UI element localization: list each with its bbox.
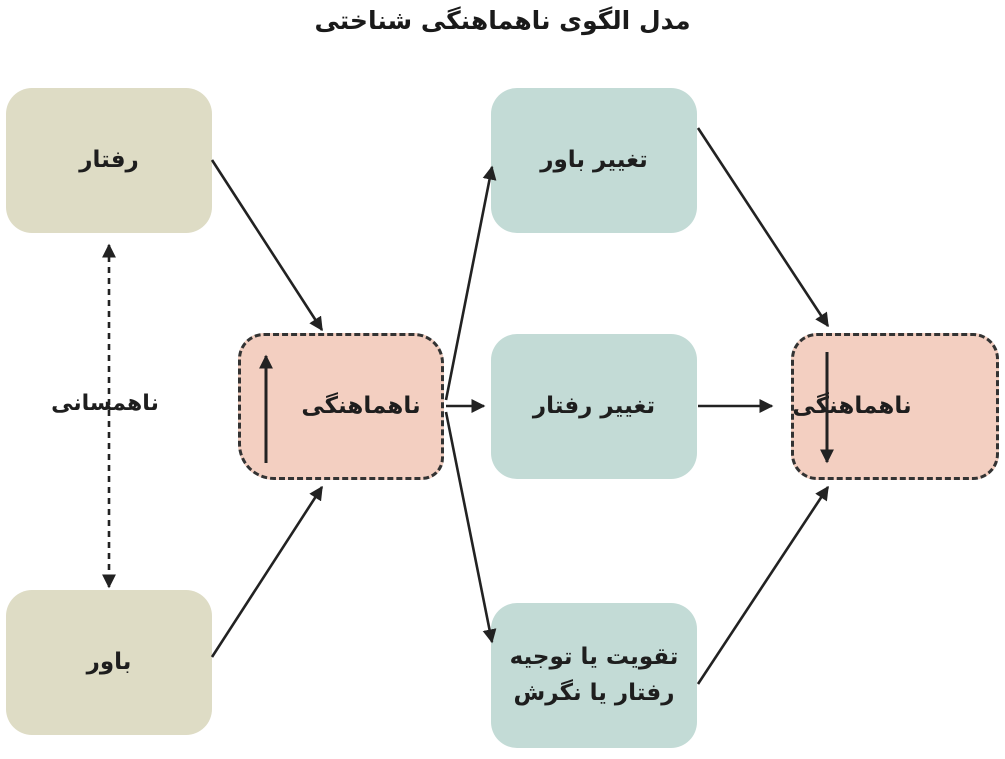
diagram-title: مدل الگوی ناهماهنگی شناختی xyxy=(314,6,691,35)
node-reinforce-line1: تقویت یا توجیه xyxy=(509,643,679,670)
node-change-belief: تغییر باور xyxy=(491,88,697,233)
node-change-belief-label: تغییر باور xyxy=(540,146,648,173)
node-belief: باور xyxy=(6,590,212,735)
node-dissonance-final-label: ناهماهنگی xyxy=(792,392,912,419)
node-change-behavior-label: تغییر رفتار xyxy=(532,392,656,419)
arrow-behavior-to-dissonance xyxy=(210,159,324,332)
node-behavior: رفتار xyxy=(6,88,212,233)
arrow-dissonance-to-change-belief xyxy=(444,165,497,401)
node-change-behavior: تغییر رفتار xyxy=(491,334,697,479)
arrow-belief-to-dissonance xyxy=(210,485,324,658)
node-reinforce-label: تقویت یا توجیه رفتار یا نگرش xyxy=(510,640,679,711)
node-dissonance-initial-label: ناهماهنگی xyxy=(301,392,421,419)
arrow-change-belief-to-dissonance xyxy=(696,127,830,328)
node-behavior-label: رفتار xyxy=(79,146,139,173)
arrow-reinforce-to-dissonance xyxy=(696,485,830,685)
node-belief-label: باور xyxy=(86,648,132,675)
node-reinforce-line2: رفتار یا نگرش xyxy=(513,679,675,706)
arrow-dissonance-to-reinforce xyxy=(444,411,497,644)
node-dissonance-initial: ناهماهنگی xyxy=(238,333,444,480)
node-reinforce: تقویت یا توجیه رفتار یا نگرش xyxy=(491,603,697,748)
